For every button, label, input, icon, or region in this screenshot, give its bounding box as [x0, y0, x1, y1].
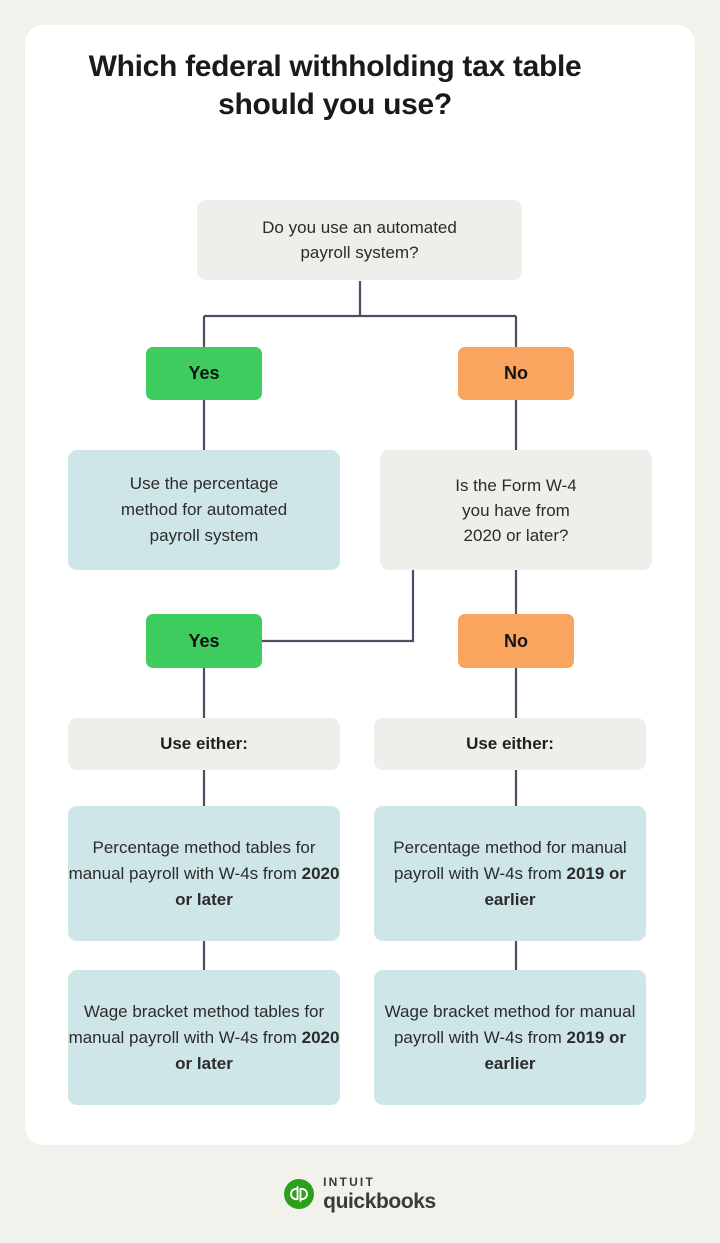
result-left-wage-bracket: Wage bracket method tables for manual pa… [68, 970, 340, 1105]
answer-no-automated-label: No [504, 363, 528, 383]
result-left-wage-bracket-text: Wage bracket method tables for manual pa… [68, 1001, 340, 1073]
answer-yes-automated-label: Yes [188, 363, 220, 383]
page-title: Which federal withholding tax table shou… [88, 50, 582, 121]
result-right-wage-bracket-text: Wage bracket method for manual payroll w… [384, 1001, 636, 1073]
result-right-percentage-method-text: Percentage method for manual payroll wit… [393, 837, 627, 909]
brand-intuit-text: INTUIT [323, 1175, 376, 1189]
result-left-percentage-method: Percentage method tables for manual payr… [68, 806, 340, 941]
result-right-wage-year: 2019 or earlier [484, 1027, 627, 1073]
result-right-percentage-method: Percentage method for manual payroll wit… [374, 806, 646, 941]
brand-quickbooks-text: quickbooks [323, 1190, 436, 1213]
result-right-percentage-year: 2019 or earlier [484, 863, 627, 909]
answer-yes-automated[interactable]: Yes [146, 347, 262, 400]
label-use-either-left: Use either: [68, 718, 340, 770]
brand-logo: INTUIT quickbooks [0, 1176, 720, 1212]
label-use-either-right-text: Use either: [466, 734, 554, 753]
label-use-either-right: Use either: [374, 718, 646, 770]
result-left-percentage-method-text: Percentage method tables for manual payr… [68, 837, 340, 909]
result-right-wage-bracket: Wage bracket method for manual payroll w… [374, 970, 646, 1105]
answer-yes-w4-2020-label: Yes [188, 630, 220, 651]
brand-wordmark: INTUIT quickbooks [323, 1176, 436, 1212]
result-left-wage-year: 2020 or later [175, 1027, 340, 1073]
answer-no-w4-2020[interactable]: No [458, 614, 574, 668]
answer-no-w4-2020-label: No [504, 630, 528, 651]
result-left-percentage-year: 2020 or later [175, 863, 340, 909]
label-use-either-left-text: Use either: [160, 734, 248, 753]
answer-yes-w4-2020[interactable]: Yes [146, 614, 262, 668]
answer-no-automated[interactable]: No [458, 347, 574, 400]
quickbooks-circle-icon [284, 1179, 315, 1209]
